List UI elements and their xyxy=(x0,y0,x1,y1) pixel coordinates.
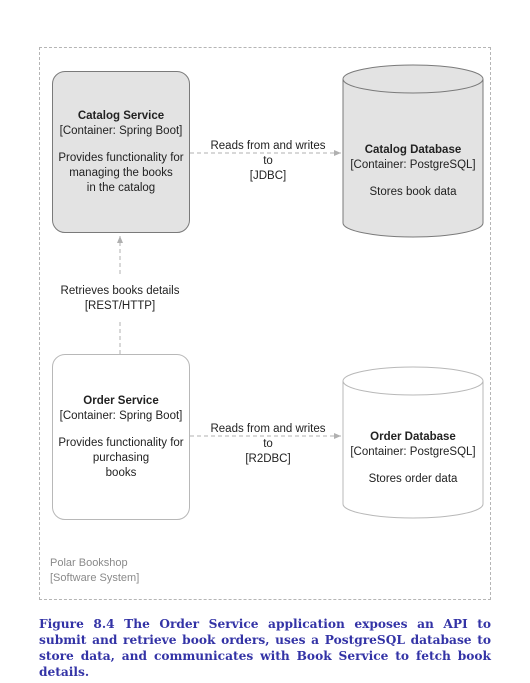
system-type: [Software System] xyxy=(50,572,140,584)
catalog-service-node: Catalog Service [Container: Spring Boot]… xyxy=(52,71,190,233)
edge-catalog-to-db-tech: [JDBC] xyxy=(249,170,287,182)
edge-order-to-db-label: Reads from and writes to [R2DBC] xyxy=(205,422,331,467)
edge-order-to-db-text: Reads from and writes to xyxy=(210,423,326,450)
order-service-name: Order Service xyxy=(83,394,159,407)
system-label: Polar Bookshop [Software System] xyxy=(50,556,210,586)
edge-order-to-db-tech: [R2DBC] xyxy=(245,453,291,465)
catalog-service-desc-2: managing the books xyxy=(69,166,173,179)
edge-order-to-catalog-tech: [REST/HTTP] xyxy=(84,300,156,312)
order-database-name: Order Database xyxy=(370,431,456,443)
edge-order-to-catalog-text: Retrieves books details xyxy=(60,285,180,297)
edge-catalog-to-db-label: Reads from and writes to [JDBC] xyxy=(205,139,331,184)
order-database-type: [Container: PostgreSQL] xyxy=(350,446,476,458)
figure-caption: Figure 8.4 The Order Service application… xyxy=(39,617,491,679)
catalog-service-desc-3: in the catalog xyxy=(86,181,156,194)
order-service-desc-1: Provides functionality for purchasing xyxy=(58,436,184,464)
catalog-database-node: Catalog Database [Container: PostgreSQL]… xyxy=(343,143,483,200)
catalog-database-cylinder xyxy=(342,64,484,238)
catalog-service-type: [Container: Spring Boot] xyxy=(59,124,183,137)
edge-catalog-to-db-text: Reads from and writes to xyxy=(210,140,326,167)
order-database-cylinder xyxy=(342,366,484,519)
catalog-database-desc: Stores book data xyxy=(369,186,457,198)
edge-order-to-catalog-label: Retrieves books details [REST/HTTP] xyxy=(56,284,184,314)
order-database-node: Order Database [Container: PostgreSQL] S… xyxy=(343,430,483,487)
catalog-service-name: Catalog Service xyxy=(77,109,165,122)
order-service-desc-2: books xyxy=(105,466,137,479)
system-name: Polar Bookshop xyxy=(50,557,128,569)
order-database-desc: Stores order data xyxy=(368,473,458,485)
order-service-node: Order Service [Container: Spring Boot] P… xyxy=(52,354,190,520)
order-service-type: [Container: Spring Boot] xyxy=(59,409,183,422)
catalog-service-desc-1: Provides functionality for xyxy=(58,151,184,164)
system-boundary xyxy=(39,47,491,600)
catalog-database-type: [Container: PostgreSQL] xyxy=(350,159,476,171)
catalog-database-name: Catalog Database xyxy=(364,144,462,156)
